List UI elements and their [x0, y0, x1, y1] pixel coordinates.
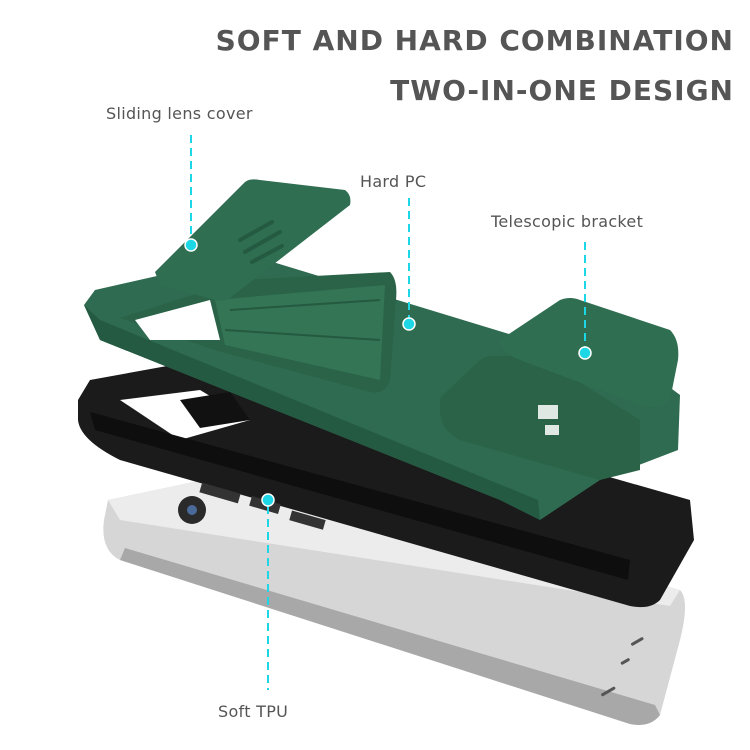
- callout-label-telescopic-bracket: Telescopic bracket: [491, 212, 644, 231]
- hard-pc-layer: [84, 179, 680, 520]
- headline-line-2: TWO-IN-ONE DESIGN: [390, 74, 734, 107]
- callout-marker-icon: [402, 317, 416, 331]
- headline-line-1: SOFT AND HARD COMBINATION: [215, 24, 734, 57]
- callout-label-soft-tpu: Soft TPU: [218, 702, 289, 721]
- sliding-lens-cover: [155, 179, 351, 301]
- callout-marker-icon: [261, 493, 275, 507]
- callout-hard-pc-line: [402, 198, 416, 331]
- callout-label-hard-pc: Hard PC: [360, 172, 427, 191]
- callout-soft-tpu-line: [261, 493, 275, 690]
- callout-label-sliding-lens-cover: Sliding lens cover: [106, 104, 253, 123]
- callout-telescopic-bracket-line: [578, 242, 592, 360]
- callout-sliding-lens-cover-line: [184, 135, 198, 252]
- soft-tpu-layer: [78, 360, 694, 608]
- callout-marker-icon: [184, 238, 198, 252]
- callout-marker-icon: [578, 346, 592, 360]
